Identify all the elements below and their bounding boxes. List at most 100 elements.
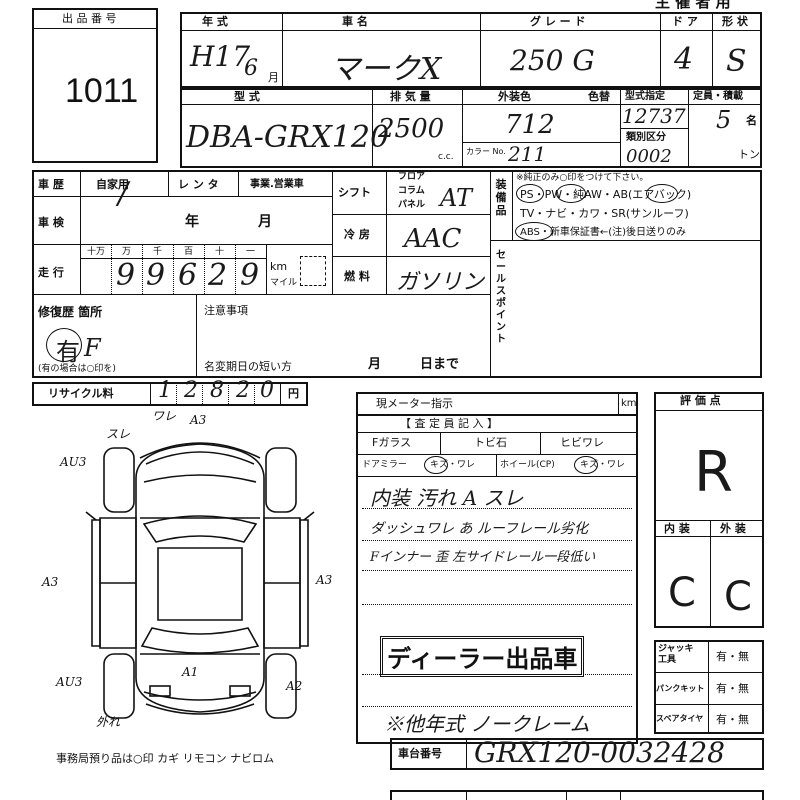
ruled-line: [362, 540, 632, 541]
divider: [654, 520, 764, 521]
digit-separator: [235, 244, 236, 294]
displacement-label: 排 気 量: [390, 90, 431, 103]
inspection-year-unit: 年: [185, 214, 199, 230]
divider: [238, 170, 239, 196]
doors-label: ド ア: [672, 15, 698, 28]
interior-value: C: [668, 570, 696, 616]
damage-mark: A3: [189, 413, 207, 427]
lot-number: 1011: [65, 72, 139, 110]
dealer-stamp: ディーラー出品車: [380, 636, 585, 677]
bottom-box: [390, 790, 764, 800]
divider: [688, 88, 689, 168]
divider: [196, 294, 197, 378]
recycle-digit: 8: [210, 378, 224, 403]
jack-label: ジャッキ 工具: [658, 644, 694, 665]
digit-label: 万: [122, 247, 132, 257]
spare-label: スペアタイヤ: [656, 714, 704, 723]
damage-mark: A3: [41, 575, 59, 589]
divider: [708, 640, 709, 734]
divider: [266, 244, 267, 294]
wheel-values: キズ・ワレ: [580, 460, 626, 470]
divider: [180, 30, 762, 31]
chassis-value: GRX120-0032428: [474, 736, 725, 769]
mileage-digit: 9: [116, 258, 136, 293]
digit-label: 千: [153, 247, 163, 257]
mileage-digit: 9: [146, 258, 166, 293]
digit-separator: [173, 244, 174, 294]
wheel-label: ホイール(CP): [500, 460, 555, 470]
digit-separator: [111, 244, 112, 294]
mile-checkbox[interactable]: [300, 256, 326, 286]
divider: [356, 454, 638, 455]
month-value: 6: [244, 56, 258, 81]
digit-separator: [228, 382, 229, 406]
private-label: 自家用: [96, 178, 129, 191]
divider: [180, 104, 762, 105]
divider: [356, 432, 638, 433]
divider: [32, 196, 332, 197]
class-label: 類別区分: [626, 132, 666, 143]
type-designation-value: 12737: [622, 104, 686, 128]
divider: [386, 170, 387, 294]
claim-note: ※他年式 ノークレーム: [384, 712, 590, 736]
year-value: H17: [190, 40, 251, 73]
notes-label: 注意事項: [204, 304, 248, 317]
color-change-label: 色替: [588, 90, 610, 103]
ab-circle: [646, 184, 678, 203]
aircon-value: AAC: [404, 224, 462, 254]
divider: [654, 704, 764, 705]
month-suffix: 月: [268, 71, 279, 84]
doors-value: 4: [674, 42, 694, 77]
divider: [372, 88, 373, 168]
footer-note: 事務局預り品は○印 カギ リモコン ナビロム: [56, 752, 275, 765]
divider: [540, 432, 541, 454]
wheel-scratch-circle: [574, 456, 598, 474]
grade-label: グ レ ー ド: [530, 15, 586, 28]
top-right-label: 主 催 者 用: [655, 0, 731, 11]
mileage-digit: 6: [178, 258, 198, 293]
meter-label: 現メーター指示: [376, 397, 453, 410]
glass-label: Fガラス: [372, 436, 412, 449]
vehicle-row2: [180, 88, 762, 168]
inspection-label: 車 検: [38, 216, 64, 229]
accessories: [654, 640, 764, 734]
puncture-label: パンクキット: [656, 684, 705, 693]
exterior-value: C: [724, 574, 752, 620]
capacity-label: 定員・積載: [693, 91, 743, 102]
divider: [654, 536, 764, 537]
equipment-line2: TV・ナビ・カワ・SR(サンルーフ): [520, 207, 689, 220]
chassis-label: 車台番号: [398, 747, 442, 760]
divider: [618, 392, 619, 416]
meter-unit: km: [621, 398, 637, 409]
puncture-yes-no[interactable]: 有・無: [716, 682, 749, 695]
class-value: 0002: [626, 146, 672, 167]
glass-values: トビ石: [474, 436, 507, 449]
exterior-color-label: 外装色: [498, 90, 531, 103]
recycle-label: リサイクル料: [48, 387, 114, 400]
divider: [150, 382, 151, 406]
damage-mark: ワレ: [152, 409, 176, 423]
repair-detail: F: [84, 334, 101, 362]
remark-line3: Fインナー 歪 左サイドレール一段低い: [370, 550, 596, 565]
digit-separator: [202, 382, 203, 406]
lot-number-label: 出 品 番 号: [62, 12, 117, 25]
score-section: [654, 392, 764, 628]
damage-mark: AU3: [59, 455, 87, 469]
score-value: R: [694, 440, 733, 505]
mile-unit: マイル: [270, 278, 298, 288]
recycle-digit: 2: [236, 378, 250, 403]
jack-yes-no[interactable]: 有・無: [716, 650, 749, 663]
ruled-line: [362, 570, 632, 571]
score-label: 評 価 点: [680, 394, 721, 407]
pw-circle: [556, 184, 586, 203]
divider: [566, 790, 567, 800]
digit-separator: [176, 382, 177, 406]
inspector-remarks: [356, 414, 638, 744]
panel-label: パネル: [398, 200, 426, 210]
spare-yes-no[interactable]: 有・無: [716, 713, 749, 726]
capacity-unit: 名: [746, 114, 757, 127]
divider: [356, 476, 638, 477]
interior-label: 内 装: [664, 522, 690, 535]
fuel-label: 燃 料: [344, 270, 370, 283]
fuel-value: ガソリン: [396, 270, 485, 295]
